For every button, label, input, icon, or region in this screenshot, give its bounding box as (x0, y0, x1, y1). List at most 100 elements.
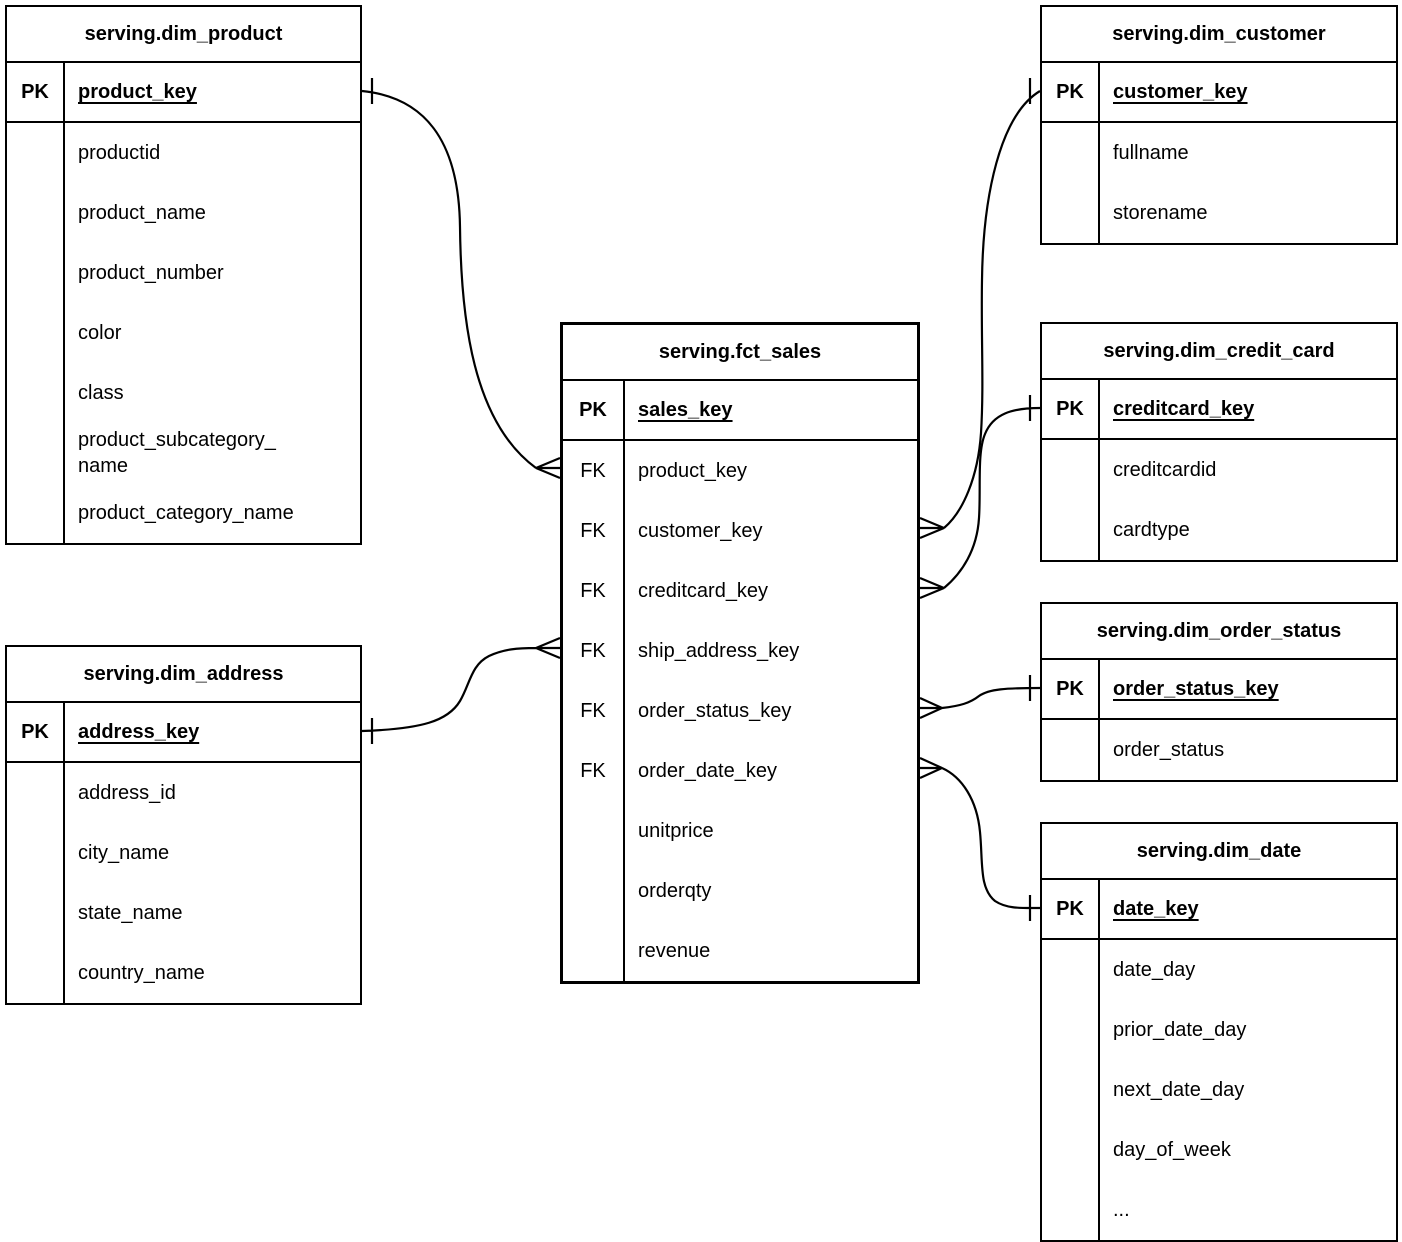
field-name: productid (78, 142, 161, 164)
key-cell-empty (7, 183, 65, 243)
pk-label: PK (1042, 63, 1100, 121)
table-row: prior_date_day (1042, 1000, 1396, 1060)
key-cell-empty (7, 423, 65, 483)
key-cell-empty (1042, 1180, 1100, 1240)
field-name: storename (1113, 202, 1208, 224)
field-name: orderqty (638, 880, 712, 902)
table-row: revenue (563, 921, 917, 981)
table-dim-customer: serving.dim_customer PK customer_key ful… (1040, 5, 1398, 245)
table-row: orderqty (563, 861, 917, 921)
table-title: serving.dim_date (1042, 824, 1396, 880)
key-cell-empty (1042, 1060, 1100, 1120)
pk-label: PK (7, 703, 65, 761)
field-name: address_id (78, 782, 176, 804)
table-dim-address: serving.dim_address PK address_key addre… (5, 645, 362, 1005)
table-row: FK ship_address_key (563, 621, 917, 681)
relationship-sales-address (361, 636, 561, 744)
table-row: product_subcategory_name (7, 423, 360, 483)
table-row: next_date_day (1042, 1060, 1396, 1120)
field-name: revenue (638, 940, 711, 962)
field-name: creditcardid (1113, 459, 1217, 481)
key-cell-empty (1042, 123, 1100, 183)
fk-field-name: customer_key (638, 520, 763, 542)
table-title: serving.fct_sales (563, 325, 917, 381)
table-row: product_number (7, 243, 360, 303)
relationship-sales-customer (919, 78, 1041, 540)
key-cell-empty (1042, 1120, 1100, 1180)
field-name: day_of_week (1113, 1139, 1231, 1161)
fk-field-name: order_date_key (638, 760, 777, 782)
fk-label: FK (563, 621, 625, 681)
key-cell-empty (563, 801, 625, 861)
table-title: serving.dim_address (7, 647, 360, 703)
key-cell-empty (563, 921, 625, 981)
table-row: product_category_name (7, 483, 360, 543)
table-row: storename (1042, 183, 1396, 243)
field-name: country_name (78, 962, 205, 984)
field-name: date_day (1113, 959, 1196, 981)
table-row: PK order_status_key (1042, 660, 1396, 720)
table-dim-order-status: serving.dim_order_status PK order_status… (1040, 602, 1398, 782)
table-row: PK customer_key (1042, 63, 1396, 123)
key-cell-empty (7, 123, 65, 183)
table-row: country_name (7, 943, 360, 1003)
relationship-sales-date (919, 756, 1041, 921)
table-row: fullname (1042, 123, 1396, 183)
table-row: address_id (7, 763, 360, 823)
fk-field-name: product_key (638, 460, 747, 482)
table-title: serving.dim_product (7, 7, 360, 63)
field-name: unitprice (638, 820, 714, 842)
table-title: serving.dim_order_status (1042, 604, 1396, 660)
table-title: serving.dim_credit_card (1042, 324, 1396, 380)
pk-label: PK (1042, 660, 1100, 718)
table-row: FK product_key (563, 441, 917, 501)
fk-field-name: ship_address_key (638, 640, 800, 662)
field-name: ... (1113, 1199, 1130, 1221)
field-name: color (78, 322, 122, 344)
field-name: fullname (1113, 142, 1189, 164)
table-row: color (7, 303, 360, 363)
pk-field-name: address_key (78, 721, 200, 743)
table-row: date_day (1042, 940, 1396, 1000)
field-name: class (78, 382, 124, 404)
key-cell-empty (7, 303, 65, 363)
field-name: next_date_day (1113, 1079, 1245, 1101)
table-row: cardtype (1042, 500, 1396, 560)
table-dim-product: serving.dim_product PK product_key produ… (5, 5, 362, 545)
table-dim-credit-card: serving.dim_credit_card PK creditcard_ke… (1040, 322, 1398, 562)
key-cell-empty (7, 363, 65, 423)
pk-label: PK (1042, 380, 1100, 438)
key-cell-empty (1042, 440, 1100, 500)
relationship-sales-product (361, 78, 561, 480)
field-name: product_category_name (78, 502, 294, 524)
field-name: state_name (78, 902, 183, 924)
key-cell-empty (1042, 500, 1100, 560)
fk-label: FK (563, 741, 625, 801)
fk-field-name: order_status_key (638, 700, 792, 722)
pk-field-name: order_status_key (1113, 678, 1279, 700)
field-name: order_status (1113, 739, 1225, 761)
table-row: ... (1042, 1180, 1396, 1240)
key-cell-empty (7, 763, 65, 823)
table-fct-sales: serving.fct_sales PK sales_key FK produc… (560, 322, 920, 984)
key-cell-empty (7, 483, 65, 543)
table-row: unitprice (563, 801, 917, 861)
field-name: city_name (78, 842, 170, 864)
pk-label: PK (563, 381, 625, 439)
table-row: PK product_key (7, 63, 360, 123)
table-row: FK order_date_key (563, 741, 917, 801)
key-cell-empty (7, 943, 65, 1003)
fk-label: FK (563, 681, 625, 741)
table-row: day_of_week (1042, 1120, 1396, 1180)
key-cell-empty (1042, 720, 1100, 780)
key-cell-empty (563, 861, 625, 921)
key-cell-empty (1042, 940, 1100, 1000)
pk-field-name: creditcard_key (1113, 398, 1255, 420)
key-cell-empty (1042, 183, 1100, 243)
table-row: PK date_key (1042, 880, 1396, 940)
table-row: PK creditcard_key (1042, 380, 1396, 440)
key-cell-empty (1042, 1000, 1100, 1060)
table-row: product_name (7, 183, 360, 243)
pk-field-name: sales_key (638, 399, 733, 421)
